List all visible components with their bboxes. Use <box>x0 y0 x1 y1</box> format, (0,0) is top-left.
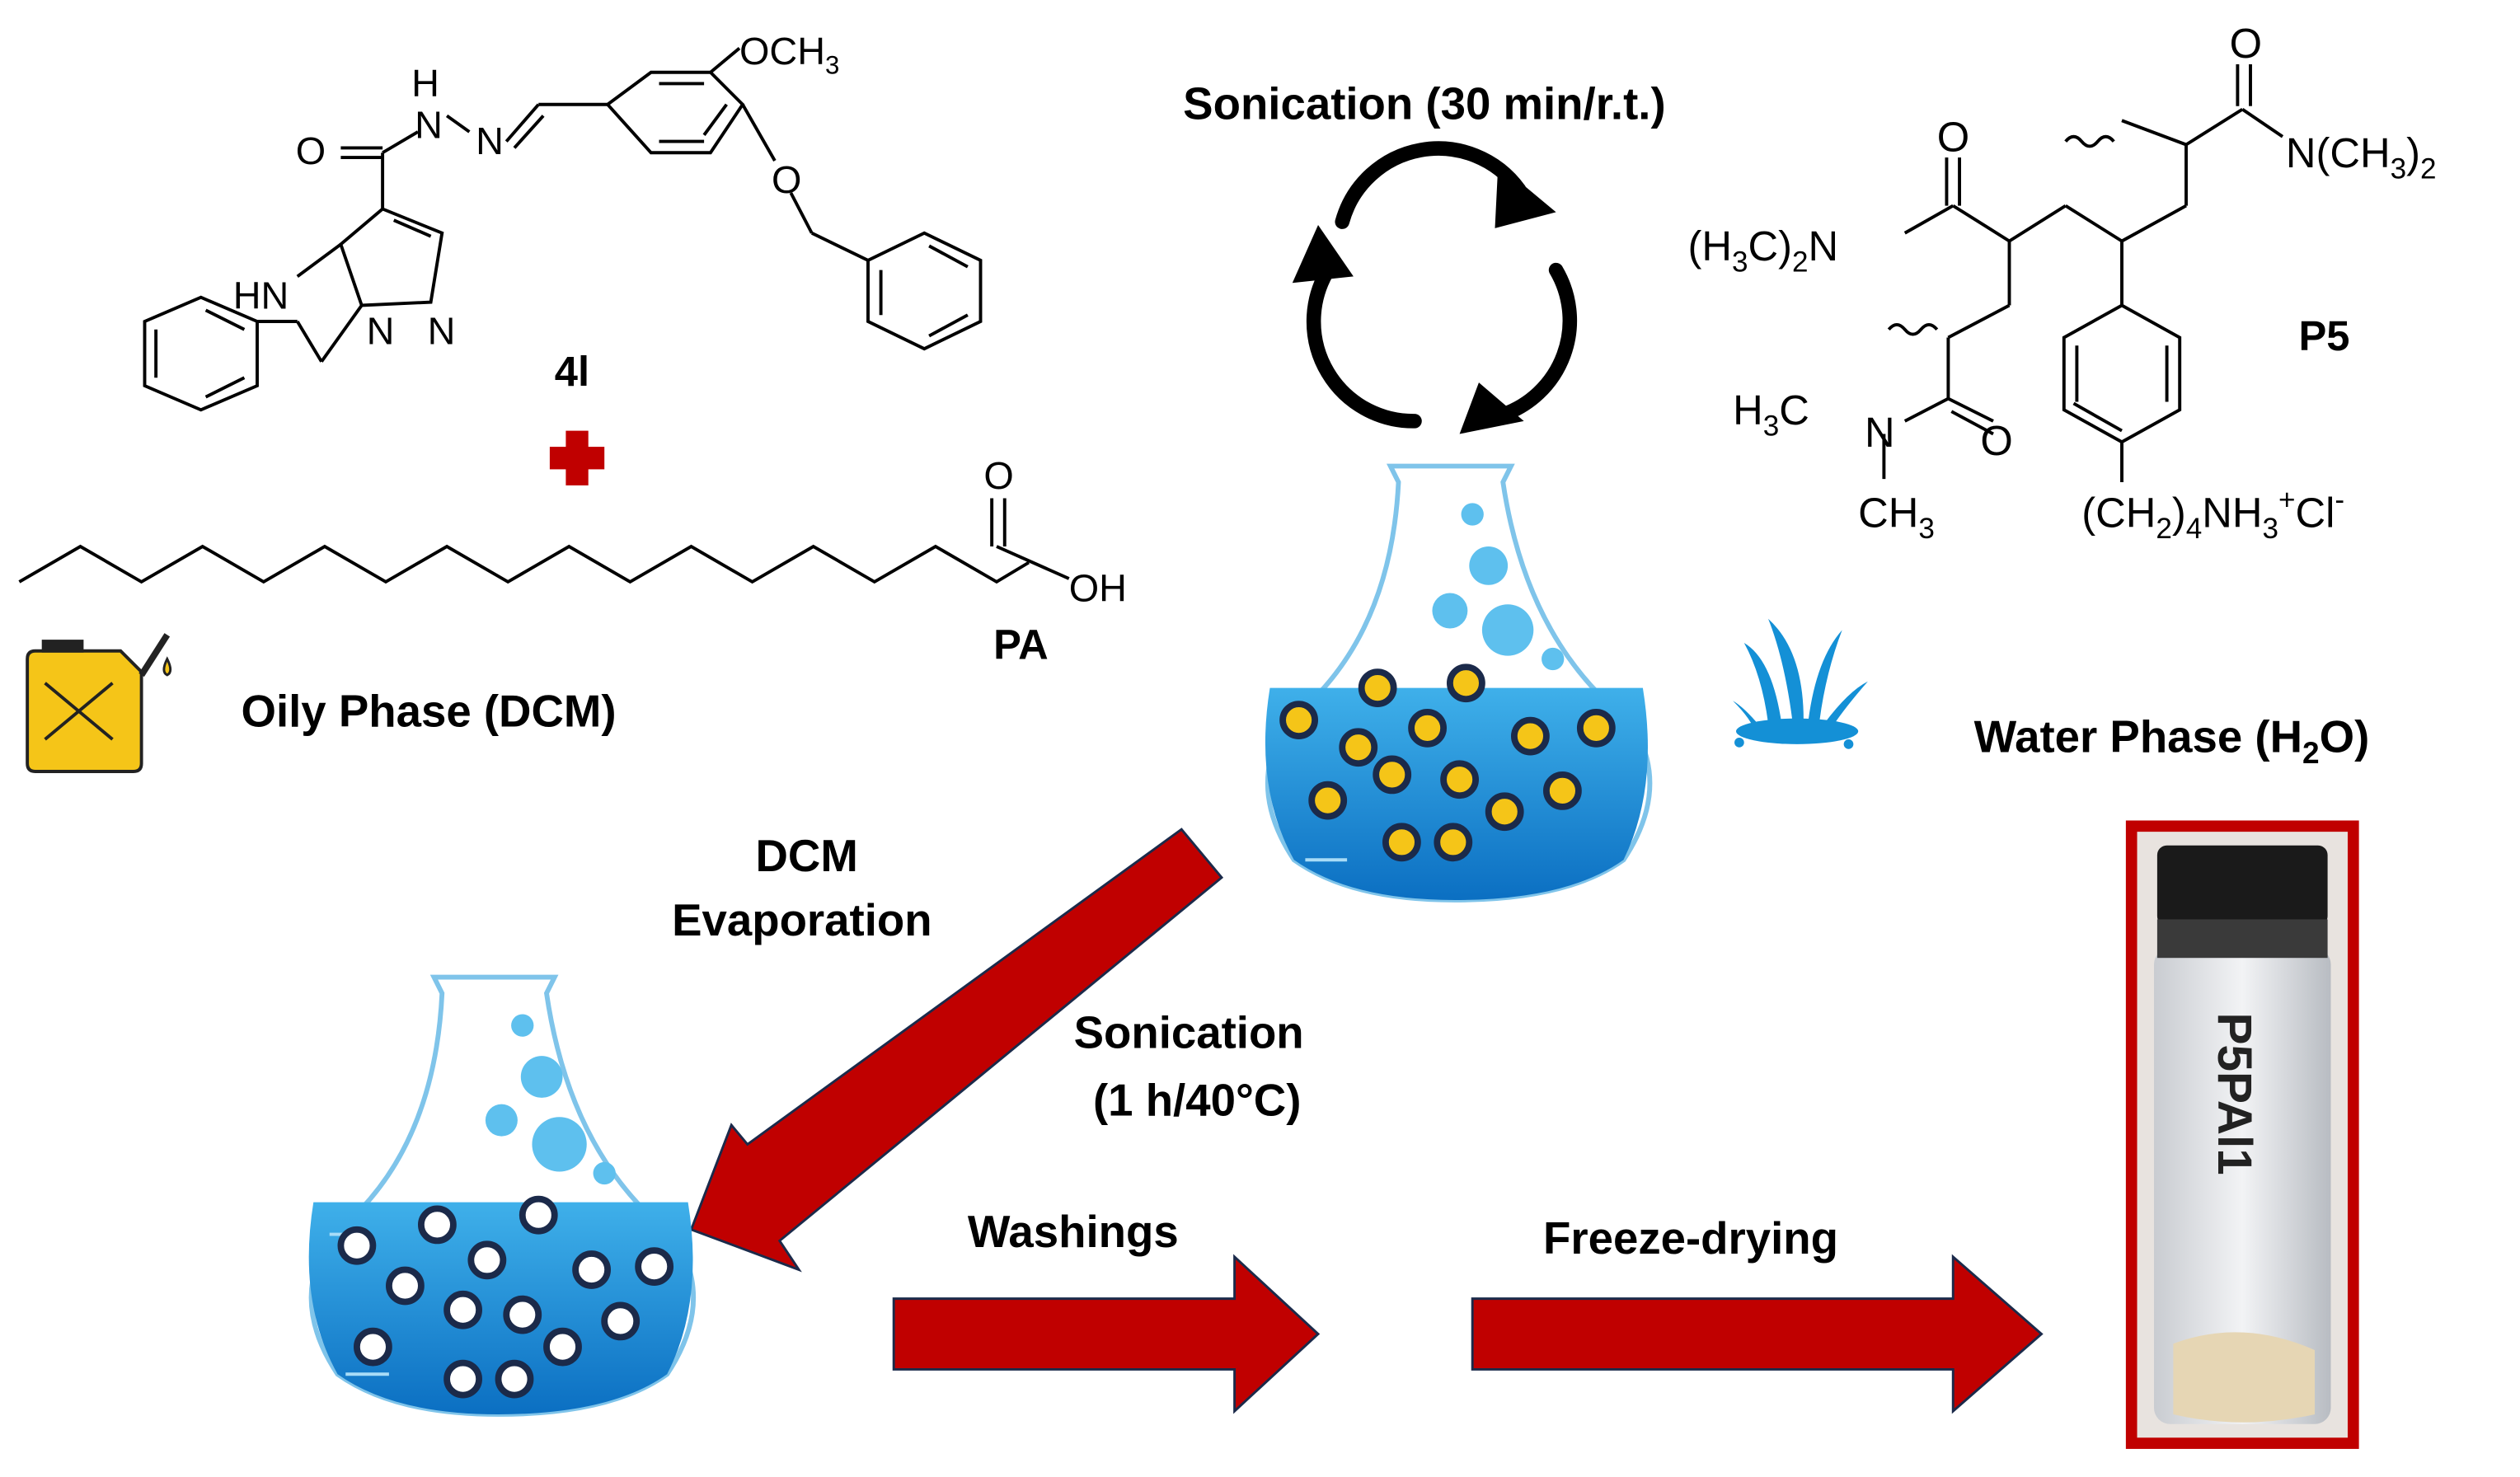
atom-o: O <box>772 158 801 201</box>
vial-label-text: P5PAl1 <box>2208 1013 2261 1175</box>
atom-n: N <box>367 309 395 352</box>
palmitic-acid-structure <box>18 498 1070 584</box>
compound-4l-structure <box>143 47 983 412</box>
evaporation-label-line1: DCM <box>755 831 857 881</box>
atom-h: H <box>411 62 439 105</box>
atom-n: N <box>1865 409 1895 456</box>
plus-icon <box>549 430 605 485</box>
sonication-top-label: Sonication (30 min/r.t.) <box>1183 78 1665 129</box>
oily-phase-label: Oily Phase (DCM) <box>241 686 616 736</box>
washings-arrow-icon <box>892 1254 1321 1414</box>
palmitic-acid-label: PA <box>993 621 1049 668</box>
freeze-drying-arrow-icon <box>1471 1254 2044 1414</box>
atom-group-h3c: H3C <box>1733 387 1809 443</box>
atom-o: O <box>983 454 1013 497</box>
evaporation-label-line2: Evaporation <box>672 895 932 945</box>
water-phase-label: Water Phase (H2O) <box>1974 712 2370 771</box>
atom-o: O <box>296 129 326 172</box>
atom-n: N <box>415 104 443 147</box>
atom-oh: OH <box>1069 566 1127 609</box>
polymer-p5-label: P5 <box>2298 312 2349 359</box>
sonication-2-label-line2: (1 h/40°C) <box>1093 1075 1301 1125</box>
atom-n: N <box>476 120 504 162</box>
atom-o: O <box>1980 417 2012 464</box>
water-splash-icon <box>1733 618 1868 749</box>
compound-4l-atoms: H N N O OCH3 O HN N N 4l <box>233 30 840 395</box>
atom-hn: HN <box>233 274 289 316</box>
atom-ome: OCH3 <box>739 30 839 80</box>
atom-group-nme2: (H3C)2N <box>1687 223 1838 279</box>
compound-4l-label: 4l <box>555 348 589 395</box>
atom-group-side-chain: (CH2)4NH3+Cl- <box>2081 484 2344 545</box>
flask-top-icon <box>1265 463 1653 903</box>
polymer-p5-atoms: O N(CH3)2 O (H3C)2N O H3C N CH3 (CH2)4NH… <box>1687 20 2436 545</box>
evaporation-arrow-icon <box>689 828 1224 1273</box>
cycle-arrowheads <box>1292 163 1556 434</box>
atom-group-nme2: N(CH3)2 <box>2286 129 2437 185</box>
palmitic-acid-atoms: O OH PA <box>983 454 1127 668</box>
atom-o: O <box>2230 20 2262 67</box>
freeze-drying-label: Freeze-drying <box>1543 1213 1838 1264</box>
sonication-2-label-line1: Sonication <box>1074 1007 1304 1057</box>
atom-n: N <box>428 309 456 352</box>
atom-group-ch3: CH3 <box>1858 490 1935 546</box>
flask-bottom-icon <box>308 974 697 1417</box>
cycle-arrows-icon <box>1306 141 1578 429</box>
vial-photo: P5PAl1 <box>2125 820 2359 1449</box>
atom-o: O <box>1937 113 1969 160</box>
washings-label: Washings <box>968 1207 1179 1257</box>
polymer-p5-structure <box>1882 64 2284 483</box>
oil-canister-icon <box>26 633 172 773</box>
